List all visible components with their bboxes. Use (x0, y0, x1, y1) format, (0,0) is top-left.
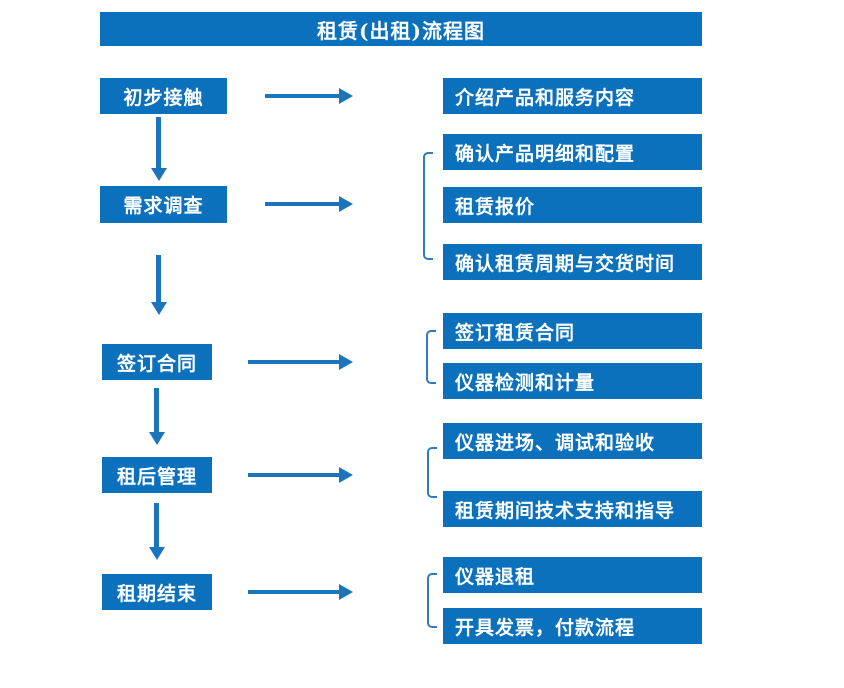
right-arrow-icon (248, 584, 353, 600)
detail-box-introduce-products: 介绍产品和服务内容 (443, 78, 702, 114)
detail-box-rental-quotation: 租赁报价 (443, 187, 702, 223)
down-arrow-head (149, 432, 165, 445)
down-arrow-icon (149, 388, 165, 445)
flowchart-title: 租赁(出租)流程图 (100, 12, 702, 46)
right-arrow-head (339, 196, 353, 212)
down-arrow-shaft (156, 117, 161, 168)
detail-box-invoice-payment: 开具发票，付款流程 (443, 608, 702, 644)
bracket-group-demand-survey (423, 152, 433, 260)
detail-box-instrument-testing: 仪器检测和计量 (443, 363, 702, 399)
right-arrow-shaft (248, 590, 341, 594)
detail-box-instrument-setup: 仪器进场、调试和验收 (443, 423, 702, 459)
right-arrow-icon (265, 88, 353, 104)
down-arrow-icon (151, 117, 167, 181)
right-arrow-shaft (265, 94, 341, 98)
right-arrow-shaft (265, 202, 341, 206)
step-box-post-rental-management: 租后管理 (102, 457, 212, 493)
bracket-group-rental-end (427, 573, 437, 628)
down-arrow-icon (149, 503, 165, 560)
right-arrow-head (339, 467, 353, 483)
right-arrow-head (339, 354, 353, 370)
detail-box-sign-rental-contract: 签订租赁合同 (443, 313, 702, 349)
down-arrow-head (149, 547, 165, 560)
down-arrow-head (151, 302, 167, 315)
detail-box-technical-support: 租赁期间技术支持和指导 (443, 491, 702, 527)
down-arrow-shaft (156, 255, 161, 302)
step-box-initial-contact: 初步接触 (100, 78, 227, 114)
bracket-group-sign-contract (426, 330, 436, 384)
step-box-rental-end: 租期结束 (102, 574, 212, 610)
bracket-group-post-rental (427, 447, 437, 498)
detail-box-confirm-rental-period: 确认租赁周期与交货时间 (443, 244, 702, 280)
right-arrow-icon (248, 467, 353, 483)
step-box-sign-contract: 签订合同 (102, 344, 212, 380)
right-arrow-head (339, 584, 353, 600)
detail-box-confirm-product-details: 确认产品明细和配置 (443, 134, 702, 170)
down-arrow-shaft (154, 503, 159, 547)
down-arrow-icon (151, 255, 167, 315)
right-arrow-shaft (248, 360, 341, 364)
right-arrow-head (339, 88, 353, 104)
down-arrow-head (151, 168, 167, 181)
right-arrow-icon (265, 196, 353, 212)
right-arrow-icon (248, 354, 353, 370)
step-box-demand-survey: 需求调查 (100, 186, 227, 223)
down-arrow-shaft (154, 388, 159, 432)
right-arrow-shaft (248, 473, 341, 477)
detail-box-instrument-return: 仪器退租 (443, 557, 702, 593)
